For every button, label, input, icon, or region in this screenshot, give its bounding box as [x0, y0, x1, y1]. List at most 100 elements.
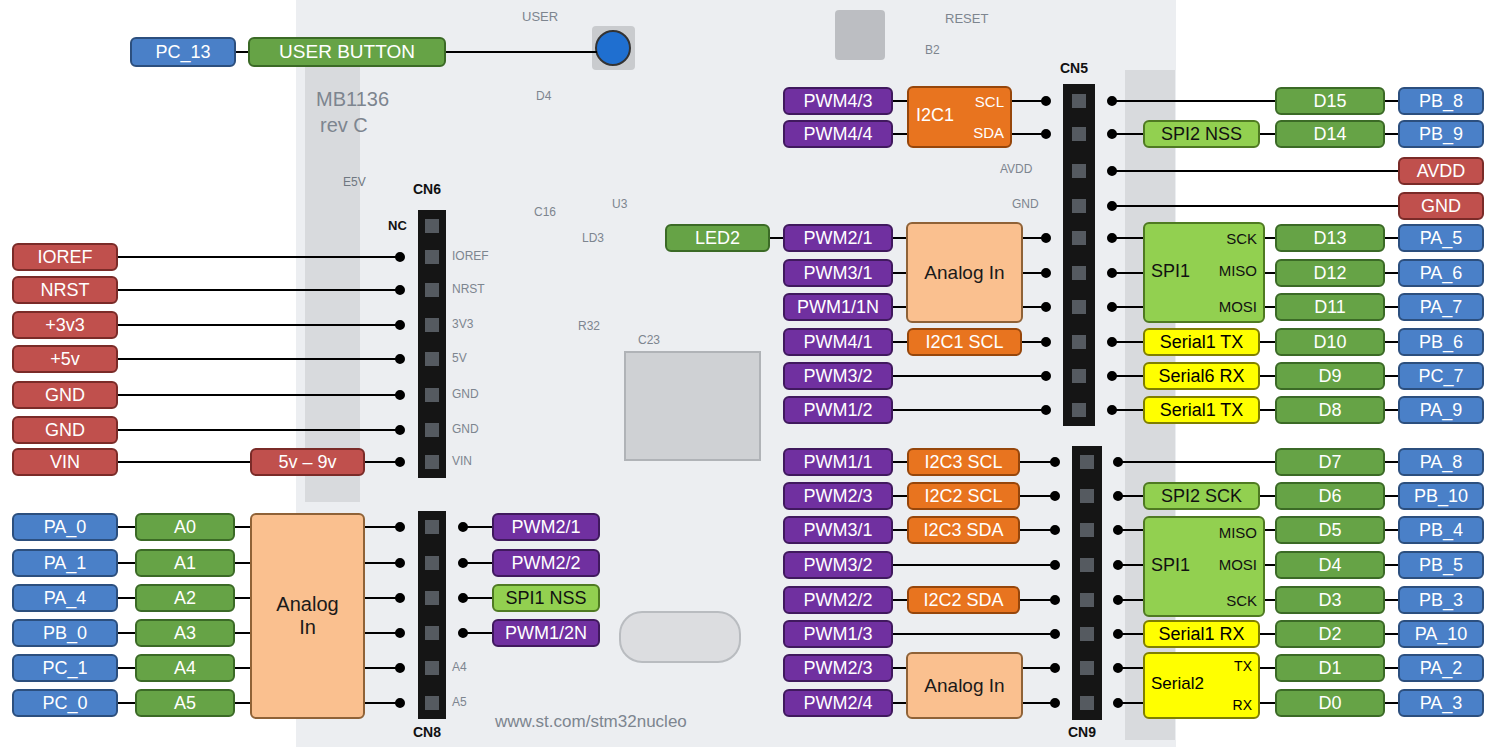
silkscreen-text: IOREF [452, 250, 489, 264]
connector-line [1385, 306, 1398, 308]
box-text: D5 [1318, 520, 1341, 541]
box-text: PC_13 [155, 42, 210, 63]
box-text: I2C2 SDA [923, 590, 1003, 611]
connector-line [1260, 633, 1275, 635]
box-text: SCK [1226, 592, 1257, 609]
connector-line [893, 529, 907, 531]
box-text: I2C1 [916, 105, 954, 126]
connector-line [1260, 667, 1275, 669]
box-text: PWM1/2N [505, 623, 587, 644]
box-text: PA_8 [1420, 452, 1463, 473]
silkscreen-text: GND [452, 423, 479, 437]
box-text: Serial1 TX [1160, 400, 1244, 421]
connector-name: CN6 [413, 181, 441, 197]
arduino-pin-box: D8 [1275, 396, 1385, 424]
box-text: D1 [1318, 658, 1341, 679]
connector-line [118, 667, 135, 669]
connector-line [235, 702, 250, 704]
silkscreen-text: B2 [925, 44, 940, 58]
box-text: Serial6 RX [1158, 366, 1244, 387]
arduino-pin-box: LED2 [665, 224, 770, 252]
silkscreen-text: www.st.com/stm32nucleo [495, 712, 687, 732]
box-text: NRST [41, 280, 90, 301]
box-text: Serial1 RX [1158, 624, 1244, 645]
analog-box: Analog In [906, 652, 1023, 719]
box-text: PC_0 [42, 693, 87, 714]
arduino-pin-box: A5 [135, 689, 235, 717]
connector-line [770, 237, 783, 239]
power-box: VIN [12, 448, 118, 476]
box-text: PA_5 [1420, 228, 1463, 249]
box-text: +5v [50, 349, 80, 370]
arduino-pin-box: D13 [1275, 224, 1385, 252]
crystal [620, 612, 740, 662]
i2c-box: I2C1 SCL [907, 328, 1022, 356]
connector-line [893, 667, 906, 669]
silkscreen-text: LD3 [582, 232, 604, 246]
box-text: PB_3 [1419, 590, 1463, 611]
pwm-box: PWM3/1 [783, 516, 893, 544]
arduino-pin-box: D1 [1275, 654, 1385, 682]
box-text: PB_8 [1419, 91, 1463, 112]
pin-dot [400, 101, 1118, 703]
connector-line [1265, 529, 1275, 531]
connector-line [893, 495, 907, 497]
spi-box: SPI2 SCK [1143, 482, 1260, 510]
box-text: GND [45, 385, 85, 406]
i2c-box: I2C1 SCL SDA [907, 86, 1012, 148]
arduino-pin-box: D14 [1275, 120, 1385, 148]
arduino-pin-box: D9 [1275, 362, 1385, 390]
pwm-box: PWM2/1 [783, 224, 893, 252]
power-box: +5v [12, 345, 118, 373]
connector-line [235, 667, 250, 669]
connector-line [893, 341, 907, 343]
spi-box: MISOSPI1MOSISCK [1143, 516, 1265, 617]
pwm-box: PWM1/2N [492, 619, 600, 647]
box-text: SCL [975, 93, 1004, 110]
port-pin-box: PB_9 [1398, 120, 1484, 148]
box-text: Analog In [924, 675, 1004, 697]
box-text: I2C1 SCL [925, 332, 1003, 353]
connector-line [1385, 667, 1398, 669]
port-pin-box: PC_7 [1398, 362, 1484, 390]
box-text: SPI2 SCK [1161, 486, 1242, 507]
box-text: I2C2 SCL [924, 486, 1002, 507]
connector-line [893, 461, 907, 463]
port-pin-box: PA_5 [1398, 224, 1484, 252]
port-pin-box: PA_8 [1398, 448, 1484, 476]
connector-line [1385, 529, 1398, 531]
port-pin-box: PA_3 [1398, 689, 1484, 717]
box-text: D3 [1318, 590, 1341, 611]
box-text: SPI2 NSS [1161, 124, 1242, 145]
box-text: PA_2 [1420, 658, 1463, 679]
pwm-box: PWM1/2 [783, 396, 893, 424]
box-text: MOSI [1219, 298, 1257, 315]
connector-name: CN8 [413, 724, 441, 740]
port-pin-box: PB_8 [1398, 87, 1484, 115]
connector-line [235, 632, 250, 634]
box-text: IOREF [37, 247, 92, 268]
box-text: PA_1 [44, 553, 87, 574]
connector-line [118, 562, 135, 564]
port-pin-box: PA_2 [1398, 654, 1484, 682]
box-text: D7 [1318, 452, 1341, 473]
pwm-box: PWM2/2 [492, 549, 600, 577]
box-text: VIN [50, 452, 80, 473]
pwm-box: PWM2/1 [492, 513, 600, 541]
box-text: GND [45, 420, 85, 441]
box-text: A4 [174, 658, 196, 679]
box-text: PB_5 [1419, 555, 1463, 576]
arduino-pin-box: D10 [1275, 328, 1385, 356]
box-text: PWM1/1 [803, 452, 872, 473]
box-text: SDA [973, 124, 1004, 141]
connector-line [893, 272, 906, 274]
port-pin-box: PB_6 [1398, 328, 1484, 356]
silkscreen-text: GND [452, 388, 479, 402]
box-text: GND [1421, 196, 1461, 217]
arduino-pin-box: USER BUTTON [248, 37, 446, 67]
connector-line [1385, 461, 1398, 463]
serial-box: Serial6 RX [1143, 362, 1260, 390]
silkscreen-text: VIN [452, 455, 472, 469]
